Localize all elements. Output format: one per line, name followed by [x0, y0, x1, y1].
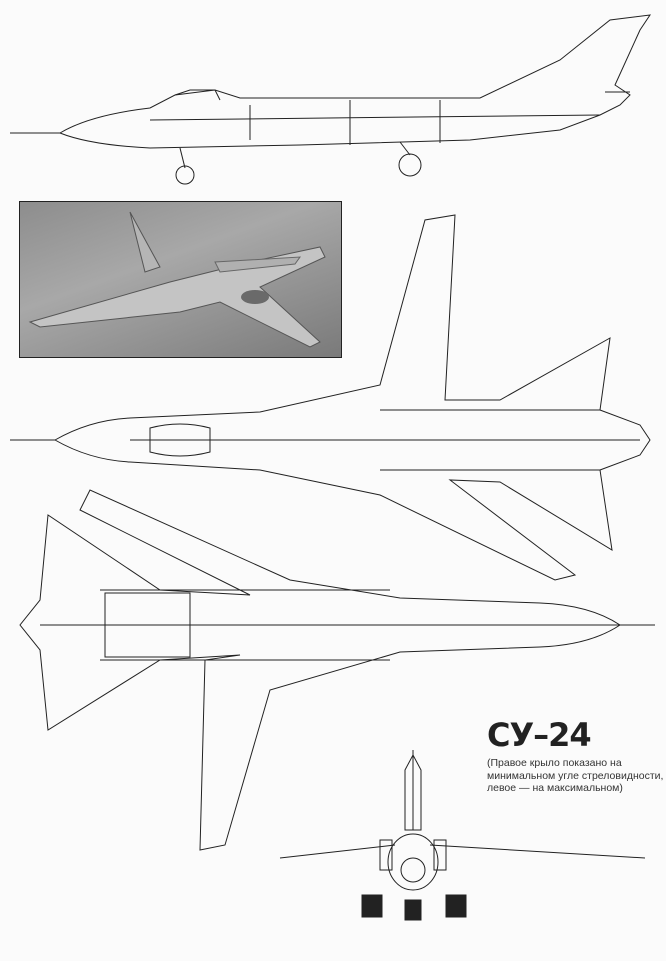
aircraft-photo: [19, 201, 342, 358]
photo-aircraft-silhouette: [28, 211, 326, 348]
side-view: [10, 14, 652, 185]
front-view: [279, 750, 646, 921]
drawing-caption: (Правое крыло показано на минимальном уг…: [487, 757, 664, 794]
aircraft-title: СУ–24: [487, 716, 592, 754]
top-view: [10, 214, 651, 581]
bottom-view: [19, 489, 655, 851]
